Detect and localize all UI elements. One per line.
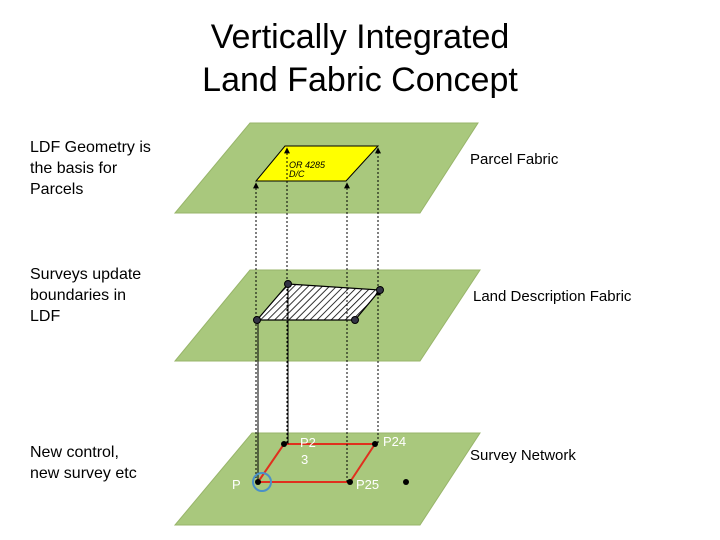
parcel-label-line-1: OR 4285 <box>289 160 326 170</box>
point-label-p24: P24 <box>383 434 406 449</box>
point-label-p1: P <box>232 477 241 492</box>
label-survey-network: Survey Network <box>470 447 576 464</box>
control-point-circle <box>252 472 272 492</box>
ldf-vertices <box>253 280 384 324</box>
note-ldf-geometry: LDF Geometry is the basis for Parcels <box>30 139 151 198</box>
point-label-p2: P2 <box>300 435 316 450</box>
label-land-description-fabric: Land Description Fabric <box>473 288 632 305</box>
title-line-1: Vertically Integrated <box>210 18 510 56</box>
note-new-control: New control, new survey etc <box>30 444 137 482</box>
survey-network-plane <box>173 432 481 526</box>
title-line-2: Land Fabric Concept <box>202 61 518 99</box>
label-parcel-fabric: Parcel Fabric <box>470 151 559 168</box>
point-label-p25: P25 <box>356 477 379 492</box>
projection-lines <box>253 147 381 482</box>
parcel-label-line-2: D/C <box>289 169 305 179</box>
survey-points <box>252 441 409 492</box>
point-label-3: 3 <box>301 452 308 467</box>
note-surveys-update: Surveys update boundaries in LDF <box>30 266 142 325</box>
